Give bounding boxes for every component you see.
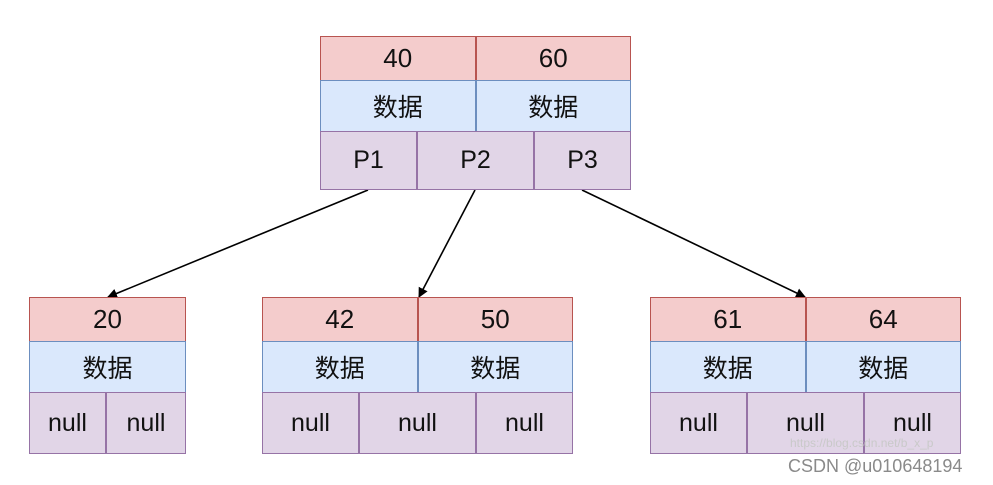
root-key-1: 40 (320, 36, 476, 81)
child3-pointer-1: null (650, 392, 747, 454)
root-node: 40 60 数据 数据 P1 P2 P3 (320, 36, 631, 190)
child2-data-1: 数据 (262, 341, 418, 393)
child1-pointer-1: null (29, 392, 106, 454)
child3-data-1: 数据 (650, 341, 806, 393)
child3-pointer-2: null (747, 392, 864, 454)
root-pointer-p3: P3 (534, 131, 631, 190)
edge-p2-to-node-42-50 (418, 189, 476, 298)
root-key-2: 60 (475, 36, 631, 81)
child3-data-2: 数据 (805, 341, 961, 393)
child1-pointer-2: null (106, 392, 186, 454)
root-pointer-p1: P1 (320, 131, 417, 190)
edge-p1-to-node-20 (107, 189, 369, 299)
child1-key-1: 20 (29, 297, 186, 342)
child3-key-2: 64 (805, 297, 961, 342)
child-node-61-64: 61 64 数据 数据 null null null (650, 297, 961, 454)
root-data-2: 数据 (475, 80, 631, 132)
child-node-42-50: 42 50 数据 数据 null null null (262, 297, 573, 454)
watermark-credit: CSDN @u010648194 (788, 456, 963, 476)
child-node-20: 20 数据 null null (29, 297, 186, 454)
child2-pointer-1: null (262, 392, 359, 454)
child3-pointer-3: null (864, 392, 961, 454)
child3-key-1: 61 (650, 297, 806, 342)
child2-pointer-2: null (359, 392, 476, 454)
child2-pointer-3: null (476, 392, 573, 454)
child2-key-2: 50 (417, 297, 573, 342)
edge-p3-to-node-61-64 (581, 189, 806, 298)
root-data-1: 数据 (320, 80, 476, 132)
child1-data-1: 数据 (29, 341, 186, 393)
child2-key-1: 42 (262, 297, 418, 342)
watermark-url: https://blog.csdn.net/b_x_p (790, 436, 934, 450)
root-pointer-p2: P2 (417, 131, 534, 190)
child2-data-2: 数据 (417, 341, 573, 393)
